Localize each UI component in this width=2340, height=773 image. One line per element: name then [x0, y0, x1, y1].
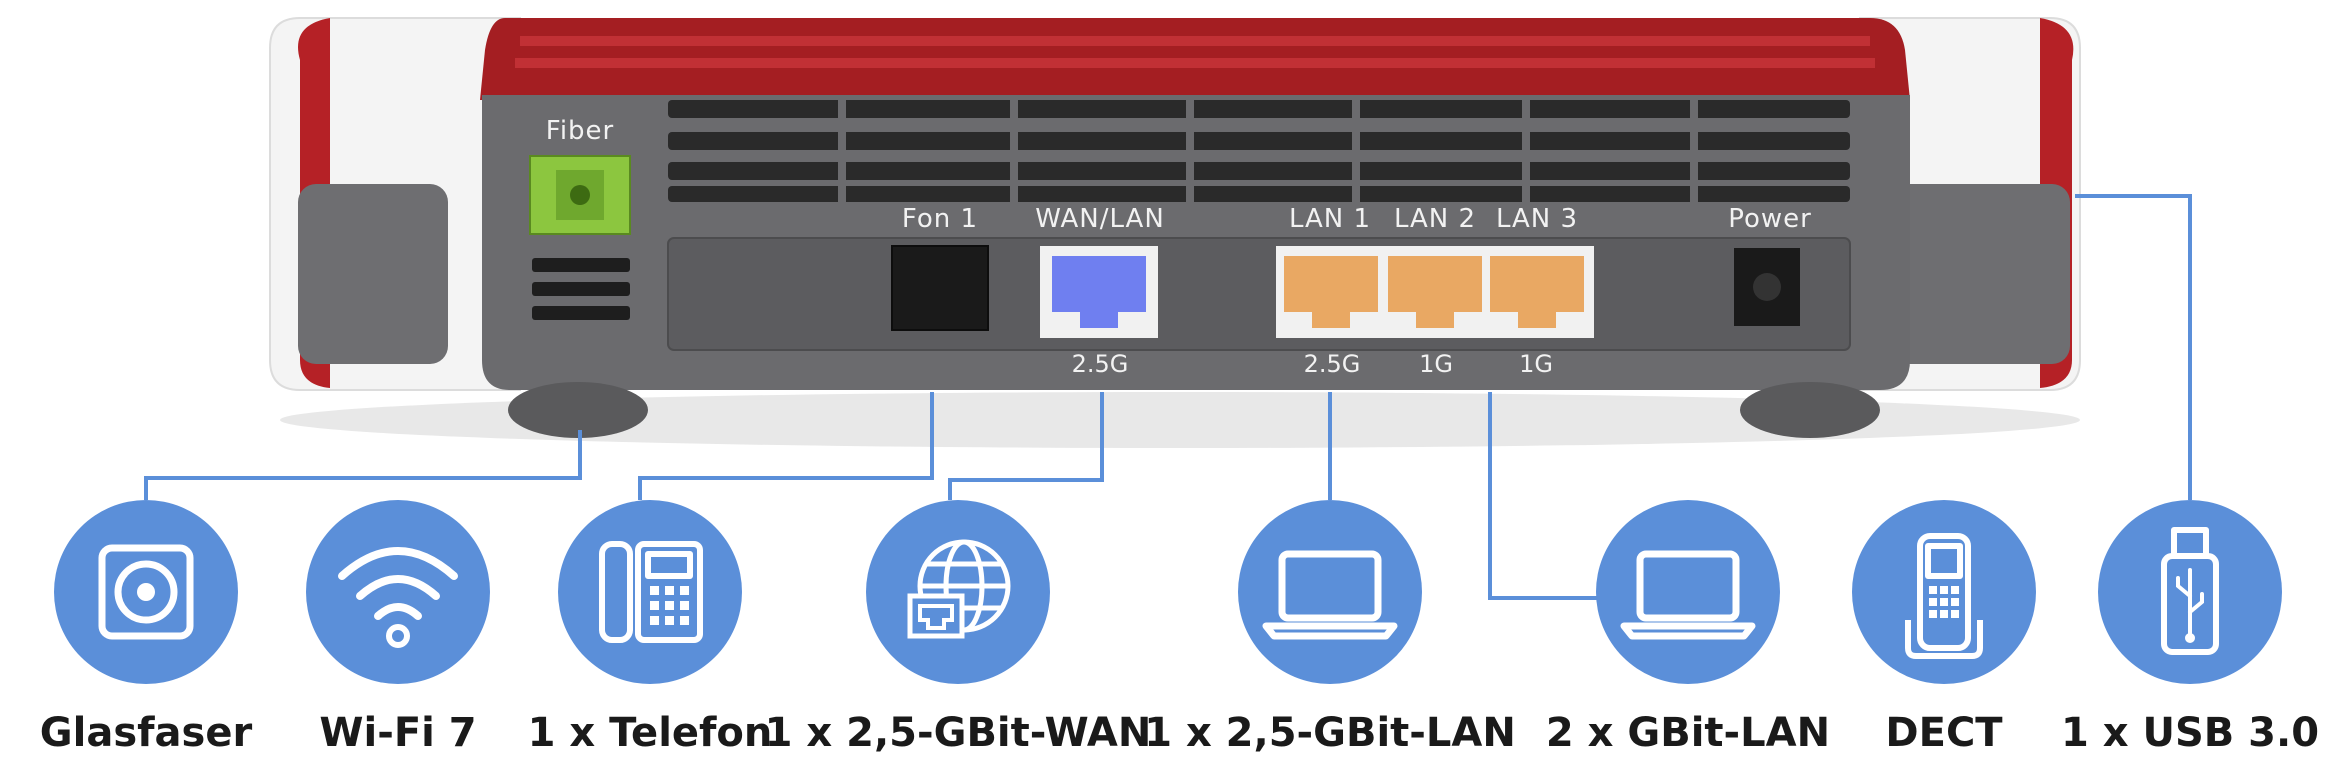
lan3-port[interactable] [1490, 256, 1584, 328]
fiber-label: Fiber [545, 116, 615, 146]
wan-speed-label: 2.5G [1071, 350, 1129, 378]
vent-dividers [838, 100, 1698, 204]
feature-label: DECT [1885, 710, 2003, 756]
lan1-speed-label: 2.5G [1303, 350, 1361, 378]
feature-label: 2 x GBit-LAN [1545, 710, 1831, 756]
lan2-label: LAN 2 [1393, 204, 1477, 234]
right-foot [1740, 382, 1880, 438]
feature-label: Glasfaser [39, 710, 253, 756]
fon1-port[interactable] [891, 245, 989, 331]
dect-phone-icon [1852, 500, 2036, 684]
feature-label: 1 x 2,5-GBit-LAN [1144, 710, 1516, 756]
laptop-icon [1238, 500, 1422, 684]
lan1-label: LAN 1 [1288, 204, 1372, 234]
fon1-label: Fon 1 [901, 204, 979, 234]
wan-port[interactable] [1052, 256, 1146, 328]
top-stripe [520, 36, 1870, 46]
fiber-port-ferrule [570, 185, 590, 205]
vent-grille [668, 100, 1850, 202]
port-panel [667, 237, 1851, 351]
wan-lan-label: WAN/LAN [1035, 204, 1165, 234]
lan3-speed-label: 1G [1519, 350, 1553, 378]
lan1-port[interactable] [1284, 256, 1378, 328]
feature-label: Wi-Fi 7 [319, 710, 477, 756]
telephone-icon [558, 500, 742, 684]
left-foot [508, 382, 648, 438]
usb-stick-icon [2098, 500, 2282, 684]
feature-label: 1 x USB 3.0 [2060, 710, 2320, 756]
fiber-optic-icon [54, 500, 238, 684]
lan2-speed-label: 1G [1419, 350, 1453, 378]
side-slots [532, 258, 630, 320]
device-shadow [280, 392, 2080, 448]
globe-wan-icon [866, 500, 1050, 684]
laptop-icon [1596, 500, 1780, 684]
feature-label: 1 x Telefon [527, 710, 773, 756]
lan3-label: LAN 3 [1495, 204, 1579, 234]
power-port-pin [1753, 273, 1781, 301]
right-gray-block [1880, 184, 2070, 364]
left-gray-block [298, 184, 448, 364]
lan2-port[interactable] [1388, 256, 1482, 328]
power-label: Power [1728, 204, 1812, 234]
feature-label: 1 x 2,5-GBit-WAN [764, 710, 1152, 756]
connector-lines [144, 194, 2192, 600]
top-stripe [515, 58, 1875, 68]
wifi-icon [306, 500, 490, 684]
